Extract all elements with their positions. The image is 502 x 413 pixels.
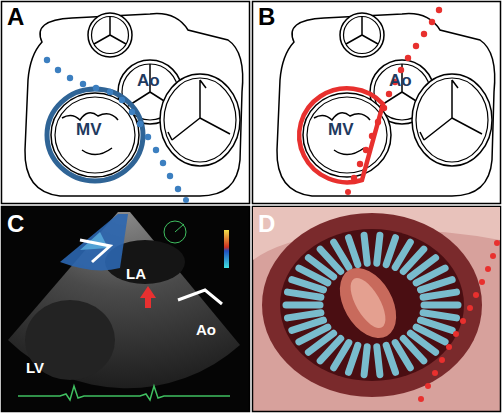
valve-label: MV [76,121,102,138]
valve-label: Ao [389,72,412,89]
chamber-label: Ao [196,322,216,337]
panel-letter: D [258,212,275,236]
chamber-label: LA [126,266,146,281]
valve-label: MV [328,121,354,138]
panel-letter: B [258,5,275,29]
chamber-label: LV [26,360,44,375]
valve-label: Ao [137,72,160,89]
panel-letter: C [7,212,24,236]
panel-letter: A [7,5,24,29]
